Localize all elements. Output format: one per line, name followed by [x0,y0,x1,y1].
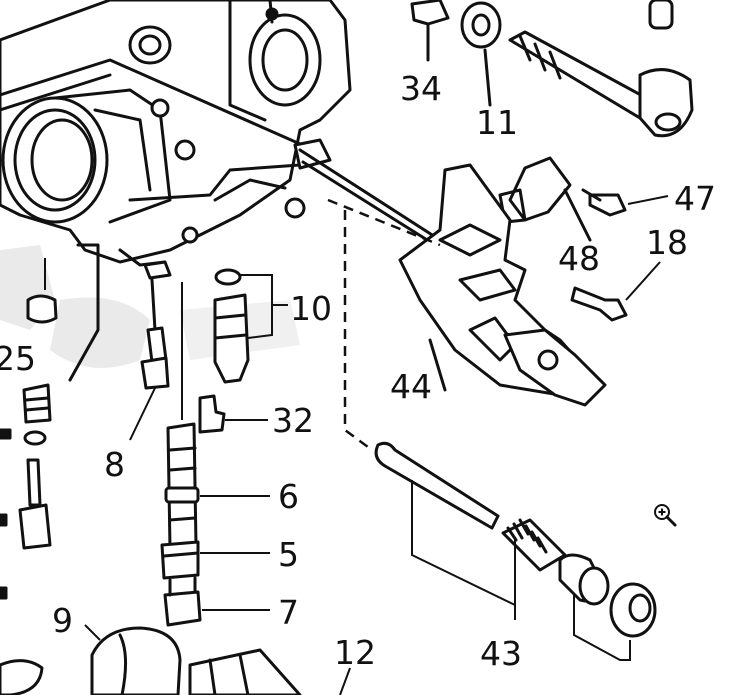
nut-34 [410,0,450,62]
needle-valve-10 [213,268,288,384]
lever-44 [398,163,607,407]
label-48: 48 [558,239,600,278]
pilot-jet-8 [129,278,170,441]
zoom-in-icon[interactable] [652,502,678,528]
watermark [0,245,300,368]
throttle-shaft [508,30,694,138]
label-32: 32 [272,401,314,440]
top-pin [648,0,674,30]
jet-stack [160,282,270,627]
label-7: 7 [278,593,299,632]
bowl-12 [188,648,351,695]
washer-11 [460,1,502,107]
label-5: 5 [278,535,299,574]
carburetor-body [0,0,442,280]
screw-set-43 [374,441,657,661]
dashed-guide [343,210,373,452]
label-43: 43 [480,634,522,673]
screw-18 [570,261,661,322]
bracket-48 [498,156,592,242]
dashed-guide-top [327,198,441,247]
label-10: 10 [290,289,332,328]
part-labels: 34 11 47 48 18 10 25 44 32 8 6 5 7 9 12 … [0,69,716,673]
screw-32 [198,394,268,434]
label-18: 18 [646,223,688,262]
label-47: 47 [674,179,716,218]
label-34: 34 [400,69,442,108]
label-12: 12 [334,633,376,672]
label-6: 6 [278,477,299,516]
label-9: 9 [52,601,73,640]
screw-47 [581,188,669,217]
float-9 [0,624,182,695]
label-8: 8 [104,445,125,484]
label-11: 11 [476,103,518,142]
left-parts-25 [0,243,100,600]
label-25: 25 [0,339,36,378]
label-44: 44 [390,367,432,406]
